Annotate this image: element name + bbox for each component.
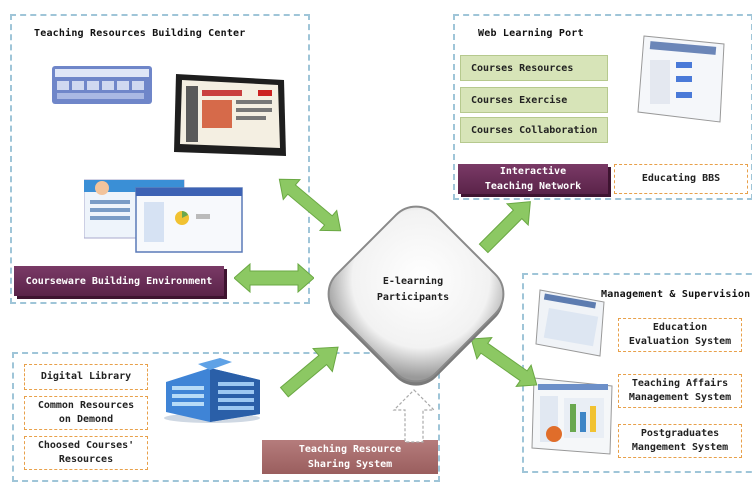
arrow-teaching-center [278, 178, 342, 232]
center-hub-shape [327, 205, 505, 386]
arrow-environment [234, 262, 314, 294]
arrow-management [470, 337, 538, 387]
sharing-line2: Sharing System [307, 459, 393, 470]
courseware-environment-bar: Courseware Building Environment [14, 266, 224, 296]
library-building-image [164, 358, 260, 423]
sharing-system-bar: Teaching Resource Sharing System [262, 440, 438, 474]
arrow-sharing-outline [392, 389, 436, 443]
network-line2: Teaching Network [484, 181, 582, 192]
courses-collaboration-box: Courses Collaboration [460, 117, 608, 143]
courseware-screen-image [174, 74, 286, 156]
choosed-line1: Choosed Courses' [37, 439, 135, 451]
sharing-line1: Teaching Resource [298, 444, 402, 455]
choosed-line2: Resources [58, 454, 114, 465]
management-title: Management & Supervision [601, 289, 751, 300]
teaching-resources-panel [10, 14, 310, 304]
website-screens-image [84, 179, 243, 253]
courses-resources-box: Courses Resources [460, 55, 608, 81]
network-line1: Interactive [499, 166, 567, 177]
postgraduates-line1: Postgraduates [640, 427, 720, 439]
postgraduates-box: Postgraduates Mangement System [618, 424, 742, 458]
arrow-library [279, 346, 339, 398]
affairs-screen-image [531, 377, 613, 455]
interactive-teaching-network-bar: Interactive Teaching Network [458, 164, 608, 194]
choosed-courses-box: Choosed Courses' Resources [24, 436, 148, 470]
evaluation-line2: Evaluation System [628, 336, 732, 347]
common-line2: on Demond [58, 414, 114, 425]
arrow-web-port [478, 201, 531, 254]
affairs-line2: Management System [628, 392, 732, 403]
digital-library-box: Digital Library [24, 364, 148, 390]
evaluation-line1: Education [652, 321, 708, 333]
common-resources-box: Common Resources on Demond [24, 396, 148, 430]
education-evaluation-box: Education Evaluation System [618, 318, 742, 352]
center-label: E-learning Participants [346, 274, 480, 306]
web-port-screen-image [637, 35, 725, 123]
teaching-affairs-box: Teaching Affairs Management System [618, 374, 742, 408]
postgraduates-line2: Mangement System [631, 442, 729, 453]
evaluation-screen-image [535, 289, 605, 357]
educating-bbs-box: Educating BBS [614, 164, 748, 194]
affairs-line1: Teaching Affairs [631, 377, 729, 389]
software-toolbar-image [52, 66, 152, 104]
teaching-resources-title: Teaching Resources Building Center [34, 28, 246, 39]
web-learning-title: Web Learning Port [478, 28, 584, 39]
courses-exercise-box: Courses Exercise [460, 87, 608, 113]
center-line1: E-learning [382, 276, 444, 287]
common-line1: Common Resources [37, 399, 135, 411]
center-line2: Participants [376, 292, 450, 303]
